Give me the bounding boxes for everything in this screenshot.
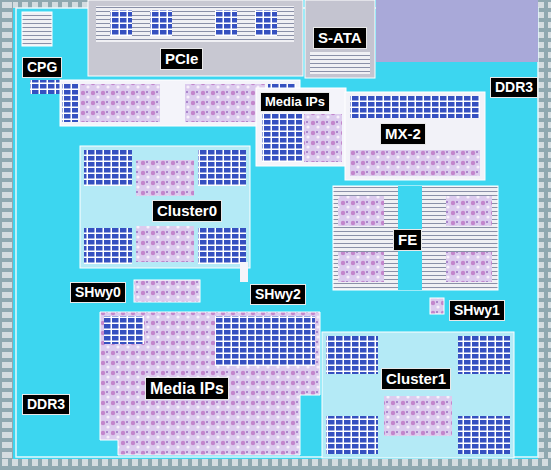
block-name: PCIe — [165, 50, 198, 68]
block-name: S-ATA — [318, 29, 362, 47]
block-label: S-ATA — [313, 27, 367, 49]
block-name: Cluster1 — [386, 370, 446, 388]
block-label: Cluster0 — [152, 200, 222, 222]
block-label: SHwy0 — [70, 282, 126, 303]
block-name: Cluster0 — [157, 202, 217, 220]
block-name: SHwy0 — [75, 284, 121, 301]
block-label: Cluster1 — [381, 368, 451, 390]
block-name: Media IPs — [150, 379, 224, 398]
block-name: SHwy1 — [454, 302, 500, 319]
block-name: SHwy2 — [255, 286, 301, 303]
block-name: DDR3 — [495, 79, 533, 96]
block-label: SHwy2 — [250, 284, 306, 305]
block-name: FE — [398, 231, 417, 249]
block-label: Media IPs — [145, 377, 229, 400]
block-label: DDR3 — [490, 77, 538, 98]
block-label: Media IPs — [260, 92, 330, 112]
block-name: DDR3 — [27, 396, 65, 413]
block-name: MX-2 — [385, 125, 421, 143]
block-label: FE — [393, 229, 422, 251]
block-name: CPG — [27, 59, 57, 76]
block-label: DDR3 — [22, 394, 70, 415]
block-label: CPG — [22, 57, 62, 78]
block-label: SHwy1 — [449, 300, 505, 321]
block-name: Media IPs — [265, 94, 325, 110]
block-label: MX-2 — [380, 123, 426, 145]
block-label: PCIe — [160, 48, 203, 70]
